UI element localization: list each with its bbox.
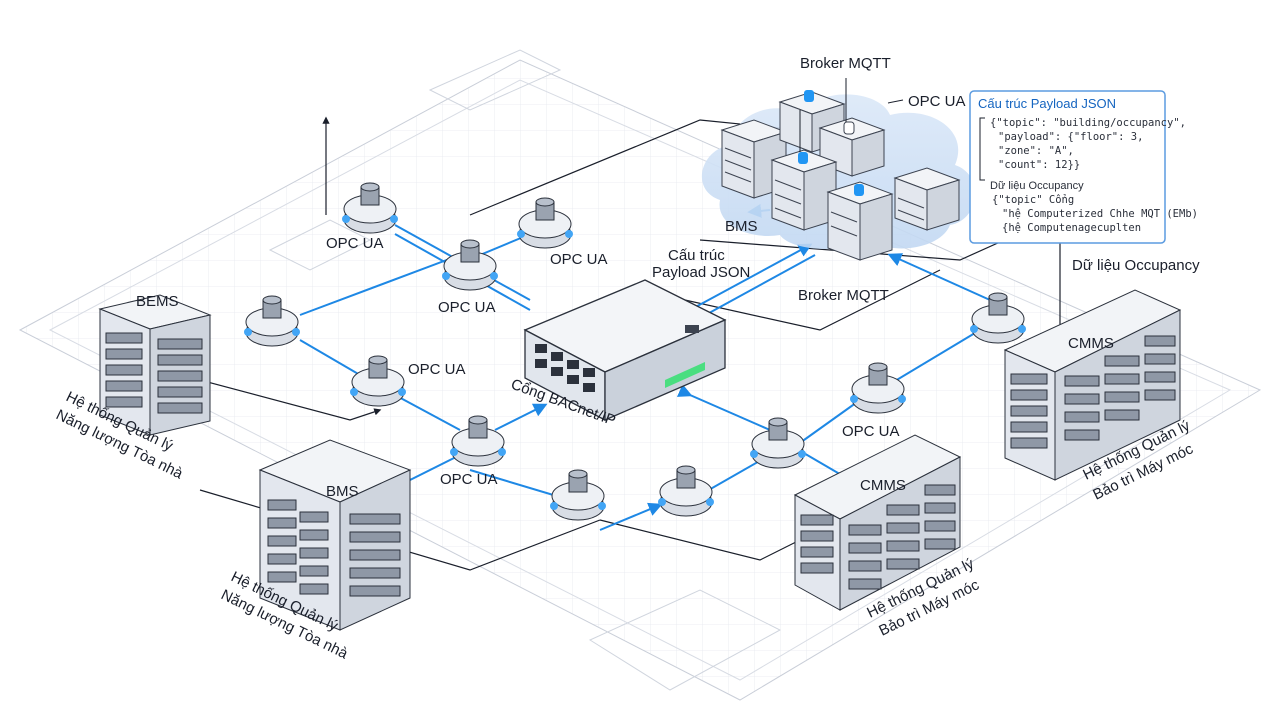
opcua-label: OPC UA: [842, 423, 900, 440]
opcua-node: [342, 182, 398, 234]
json-line: "payload": {"floor": 3,: [998, 131, 1143, 143]
opcua-node: [750, 417, 806, 469]
broker-mqtt-label: Broker MQTT: [800, 55, 891, 72]
json-sub-line: {hệ Computenagecuplten: [1002, 222, 1141, 234]
opcua-label: OPC UA: [438, 299, 496, 316]
opcua-node: [244, 295, 300, 347]
opcua-node: [350, 355, 406, 407]
json-payload-panel: Cấu trúc Payload JSON {"topic": "buildin…: [969, 90, 1198, 244]
json-panel-title: Cấu trúc Payload JSON: [978, 96, 1116, 111]
opcua-label: OPC UA: [408, 361, 466, 378]
payload-label-line2: Payload JSON: [652, 264, 750, 281]
bms-label: BMS: [725, 218, 758, 235]
bems-label: BEMS: [136, 293, 179, 310]
json-sub-line: {"topic" Cổng: [992, 194, 1074, 206]
json-line: {"topic": "building/occupancy",: [990, 117, 1186, 129]
json-line: "zone": "A",: [998, 145, 1074, 157]
server-rack: [893, 167, 961, 231]
opcua-label: OPC UA: [550, 251, 608, 268]
sensor-nodes: [244, 182, 1026, 521]
bacnet-gateway: [523, 279, 727, 422]
opcua-node: [970, 292, 1026, 344]
opcua-node: [450, 415, 506, 467]
opcua-node: [442, 239, 498, 291]
broker-mqtt-label: Broker MQTT: [798, 287, 889, 304]
bems-servers: [98, 294, 212, 436]
opcua-node: [850, 362, 906, 414]
json-sub-line: "hệ Computerized Chhe MQT (EMb): [1002, 208, 1198, 220]
bms-label: BMS: [326, 483, 359, 500]
server-rack: [826, 181, 894, 261]
json-sub-title: Dữ liệu Occupancy: [990, 180, 1084, 192]
json-line: "count": 12}}: [998, 159, 1080, 171]
opcua-label: OPC UA: [440, 471, 498, 488]
server-rack: [818, 117, 886, 177]
server-rack: [770, 149, 838, 231]
opcua-label: OPC UA: [908, 93, 966, 110]
cmms-label: CMMS: [860, 477, 906, 494]
opcua-node: [517, 197, 573, 249]
payload-label-line1: Cấu trúc: [668, 247, 725, 264]
opcua-node: [658, 465, 714, 517]
bms-servers: [258, 439, 412, 631]
cmms-label: CMMS: [1068, 335, 1114, 352]
cloud-servers: [720, 78, 961, 261]
cmms-center-servers: [793, 434, 962, 611]
cmms-right-servers: [1003, 289, 1182, 481]
occupancy-label: Dữ liệu Occupancy: [1072, 257, 1200, 274]
opcua-node: [550, 469, 606, 521]
opcua-label: OPC UA: [326, 235, 384, 252]
